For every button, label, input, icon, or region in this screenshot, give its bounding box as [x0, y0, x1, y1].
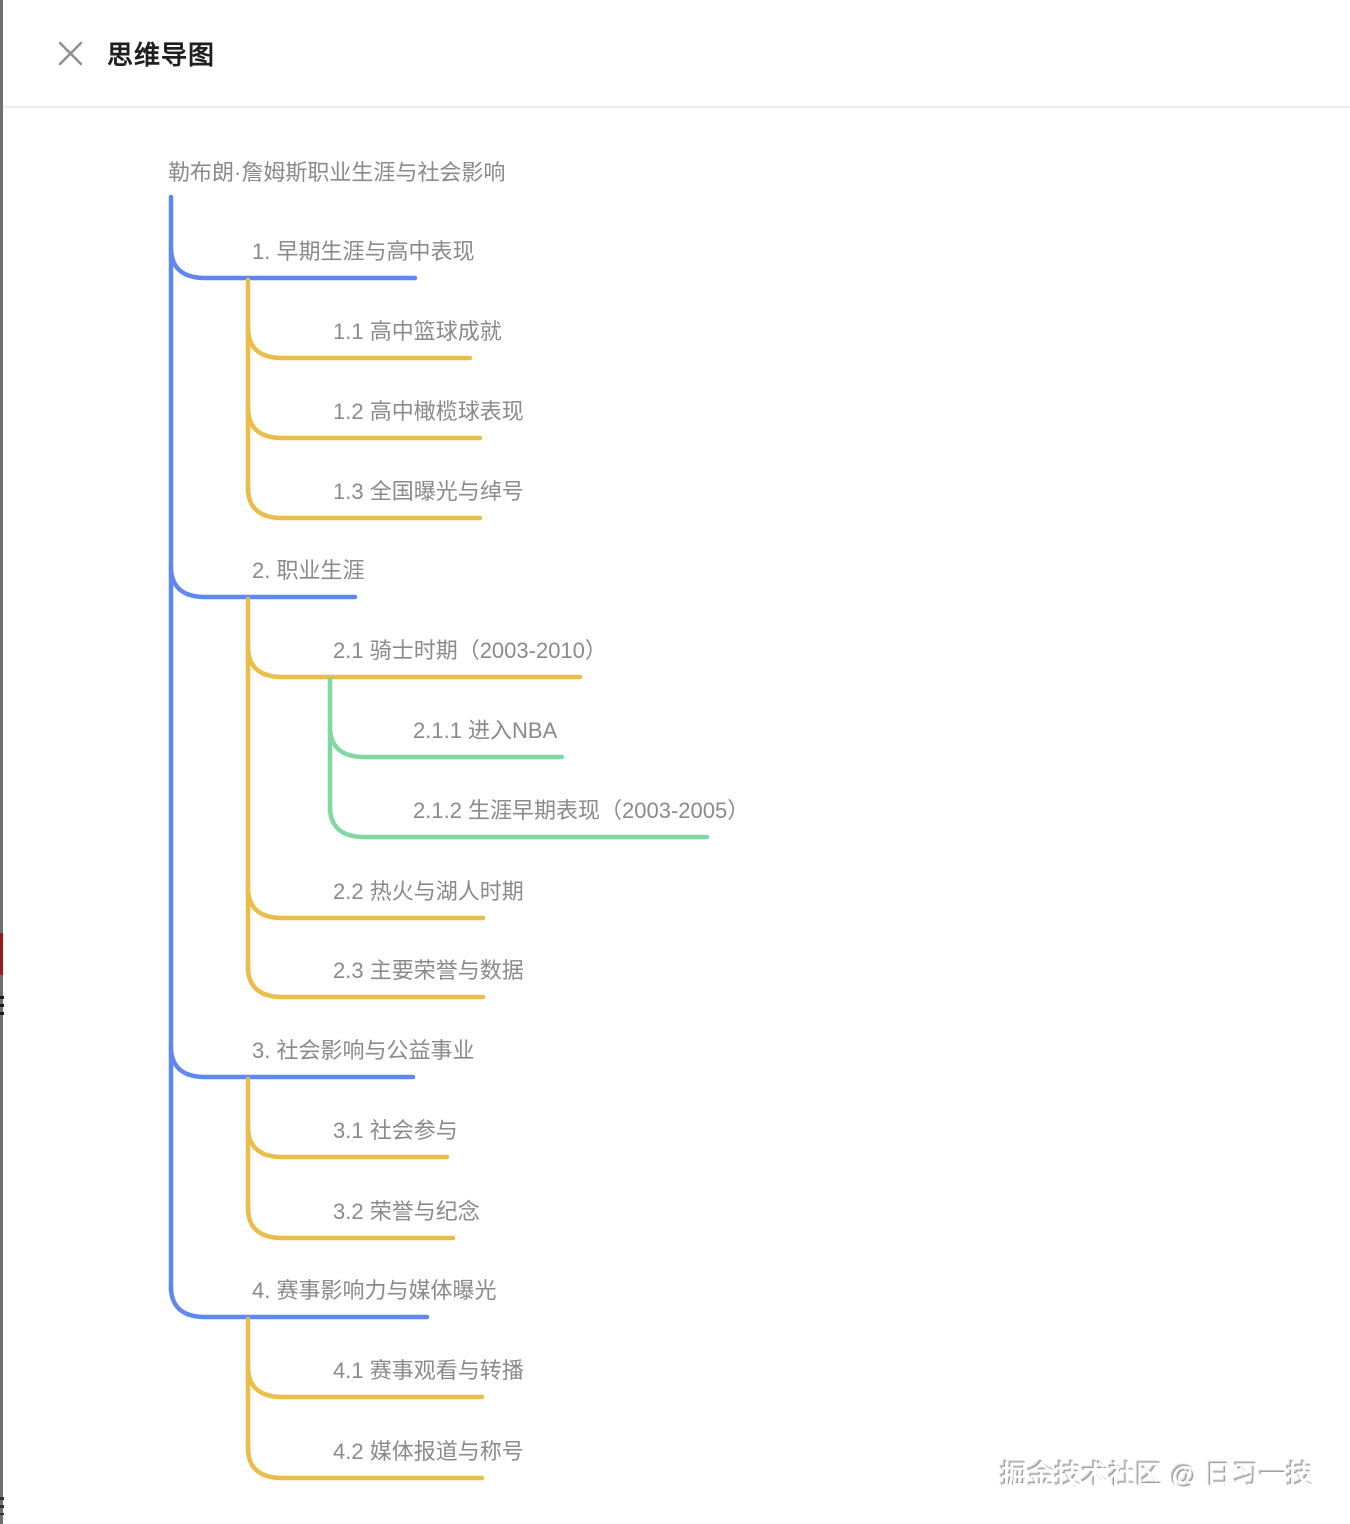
mindmap-node[interactable]: 3. 社会影响与公益事业 — [252, 1038, 475, 1063]
mindmap-node[interactable]: 2.2 热火与湖人时期 — [333, 879, 524, 904]
mindmap-node[interactable]: 4.2 媒体报道与称号 — [333, 1439, 524, 1464]
mindmap-canvas: 勒布朗·詹姆斯职业生涯与社会影响 1. 早期生涯与高中表现 1.1 高中篮球成就… — [3, 108, 1350, 1524]
mindmap-node[interactable]: 2.3 主要荣誉与数据 — [333, 958, 524, 983]
mindmap-node[interactable]: 4.1 赛事观看与转播 — [333, 1358, 524, 1383]
close-icon — [57, 40, 84, 67]
mindmap-node[interactable]: 1. 早期生涯与高中表现 — [252, 239, 475, 264]
level3-connectors — [327, 676, 710, 840]
mindmap-node[interactable]: 3.2 荣誉与纪念 — [333, 1199, 480, 1224]
panel-header: 思维导图 — [3, 0, 1350, 108]
left-edge-dash — [0, 1004, 4, 1007]
left-edge-dash — [0, 1505, 4, 1508]
mindmap-node[interactable]: 1.2 高中橄榄球表现 — [333, 399, 524, 424]
left-edge-dash — [0, 996, 4, 999]
mindmap-node[interactable]: 2.1.2 生涯早期表现（2003-2005） — [413, 798, 750, 823]
mindmap-node[interactable]: 2.1 骑士时期（2003-2010） — [333, 638, 607, 663]
left-edge-red-mark — [0, 933, 3, 975]
mindmap-node[interactable]: 2.1.1 进入NBA — [413, 718, 558, 743]
mindmap-node[interactable]: 1.3 全国曝光与绰号 — [333, 479, 524, 504]
close-button[interactable] — [55, 38, 85, 68]
mindmap-root-node[interactable]: 勒布朗·詹姆斯职业生涯与社会影响 — [168, 160, 506, 185]
left-edge-dash — [0, 1497, 4, 1500]
level1-connectors — [168, 194, 430, 1320]
mindmap-node[interactable]: 2. 职业生涯 — [252, 558, 365, 583]
mindmap-node[interactable]: 1.1 高中篮球成就 — [333, 319, 502, 344]
mindmap-node[interactable]: 3.1 社会参与 — [333, 1118, 458, 1143]
left-edge-dash — [0, 1513, 4, 1515]
mindmap-node[interactable]: 4. 赛事影响力与媒体曝光 — [252, 1278, 497, 1303]
mindmap-panel: 思维导图 — [3, 0, 1350, 1524]
panel-title: 思维导图 — [107, 39, 216, 70]
left-edge-dash — [0, 1012, 4, 1015]
left-edge-strip — [0, 0, 4, 1524]
level2-connectors — [245, 277, 583, 1481]
watermark: 掘金技术社区 @ 日习一技 — [1001, 1460, 1314, 1490]
